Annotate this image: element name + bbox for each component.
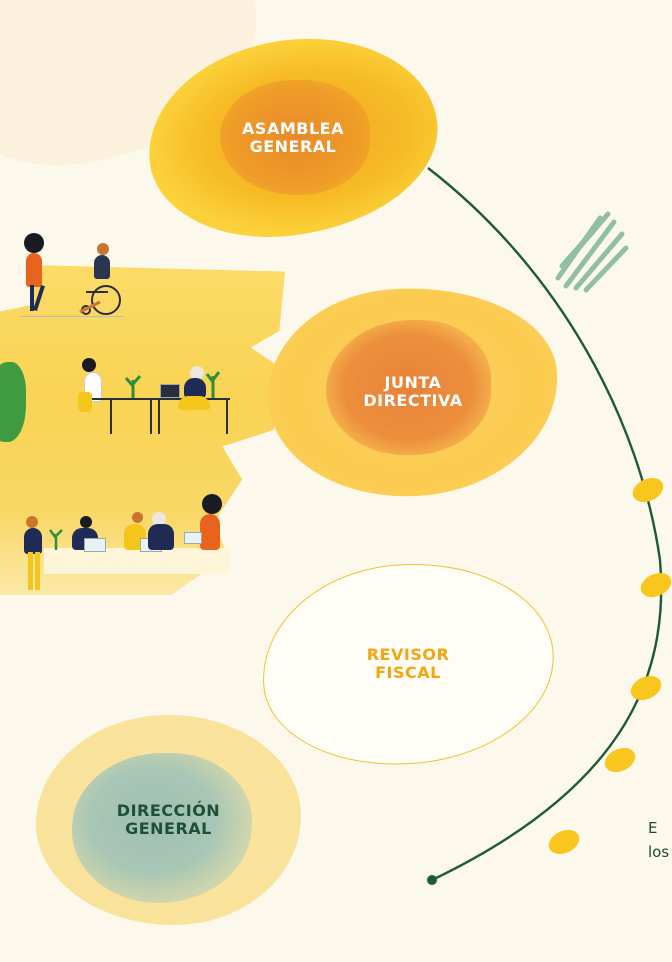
person-head <box>202 494 222 514</box>
cropped-side-text: E los <box>648 819 670 861</box>
floor-line <box>20 316 124 317</box>
node-inner-blob <box>220 80 370 195</box>
person-body <box>94 255 110 279</box>
person-body <box>200 514 220 550</box>
person-leg <box>35 552 40 590</box>
desk-leg <box>150 398 152 434</box>
timeline-dot <box>640 572 672 598</box>
node-asamblea-general: ASAMBLEA GENERAL <box>138 25 448 250</box>
node-junta-label: JUNTA DIRECTIVA <box>363 373 463 410</box>
node-revisor-label: REVISOR FISCAL <box>366 645 450 682</box>
plant-icon <box>49 529 63 550</box>
timeline-dot <box>630 675 662 701</box>
laptop-icon <box>184 532 202 544</box>
meeting-table <box>44 548 230 574</box>
person-body <box>24 528 42 554</box>
plant-icon <box>124 375 142 398</box>
chair <box>178 396 210 410</box>
node-inner-blob <box>72 753 252 903</box>
timeline-dot <box>604 747 636 773</box>
node-revisor-fiscal: REVISOR FISCAL <box>253 551 563 777</box>
laptop-icon <box>84 538 106 552</box>
timeline-dot <box>548 829 580 855</box>
chair <box>78 392 92 412</box>
person-head <box>26 516 38 528</box>
person-leg <box>30 285 34 311</box>
wheelchair-icon <box>79 285 121 315</box>
person-body <box>148 524 174 550</box>
plant-icon <box>205 371 221 398</box>
desk-leg <box>226 398 228 434</box>
node-inner-blob <box>326 320 491 455</box>
node-asamblea-label: ASAMBLEA GENERAL <box>242 118 344 156</box>
timeline-dot <box>632 477 664 503</box>
curve-end-dot <box>427 875 437 885</box>
person-body <box>26 253 42 287</box>
person-head <box>24 233 44 253</box>
person-leg <box>28 552 33 590</box>
desk-top <box>92 398 152 400</box>
brush-texture-icon <box>555 211 629 293</box>
desk-leg <box>110 398 112 434</box>
node-direccion-label: DIRECCIÓN GENERAL <box>116 801 221 838</box>
leaf-icon <box>0 362 26 442</box>
laptop-icon <box>160 384 180 398</box>
person-head <box>97 243 109 255</box>
person-body <box>184 378 206 398</box>
person-head <box>152 512 166 526</box>
person-head <box>190 366 204 380</box>
person-head <box>82 358 96 372</box>
person-head <box>80 516 92 528</box>
desk-leg <box>158 398 160 434</box>
node-junta-directiva: JUNTA DIRECTIVA <box>261 278 565 506</box>
node-direccion-general: DIRECCIÓN GENERAL <box>36 715 301 925</box>
person-head <box>132 512 143 523</box>
